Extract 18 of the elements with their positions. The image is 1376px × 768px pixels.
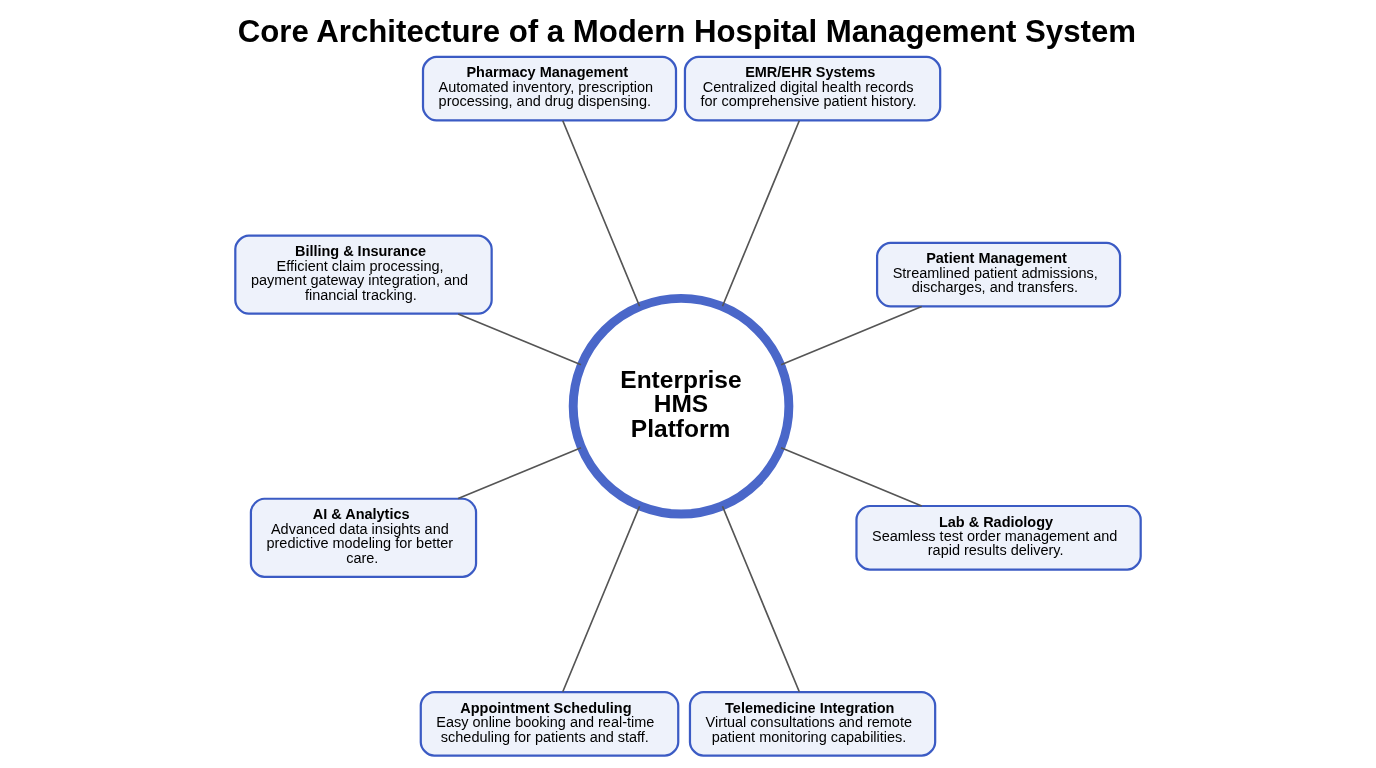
connector bbox=[721, 119, 801, 307]
diagram-title: Core Architecture of a Modern Hospital Management System bbox=[237, 13, 1136, 49]
node-box: EMR/EHR Systems Centralized digital health records for comprehensive patient history. bbox=[683, 55, 942, 122]
connector bbox=[721, 504, 801, 693]
connector bbox=[561, 504, 641, 693]
connector bbox=[457, 446, 582, 499]
node-circle: Enterprise HMS Platform bbox=[568, 293, 794, 518]
connector bbox=[780, 305, 923, 366]
connector bbox=[780, 446, 923, 507]
node-box: Billing & Insurance Efficient claim processing, payment gateway integration, and financial tracking. bbox=[234, 234, 493, 315]
node-box: Telemedicine Integration Virtual consultations and remote patient monitoring capabilities. bbox=[688, 690, 937, 757]
node-box: Appointment Scheduling Easy online booking and real-time scheduling for patients and staff. bbox=[419, 690, 680, 757]
connector bbox=[457, 312, 582, 366]
connector bbox=[561, 119, 641, 307]
node-box: Lab & Radiology Seamless test order management and rapid results delivery. bbox=[855, 504, 1142, 571]
node-box: Patient Management Streamlined patient admissions, discharges, and transfers. bbox=[876, 241, 1122, 308]
node-box: AI & Analytics Advanced data insights and predictive modeling for better care. bbox=[249, 497, 478, 578]
node-box: Pharmacy Management Automated inventory, prescription processing, and drug dispensing. bbox=[421, 55, 678, 122]
